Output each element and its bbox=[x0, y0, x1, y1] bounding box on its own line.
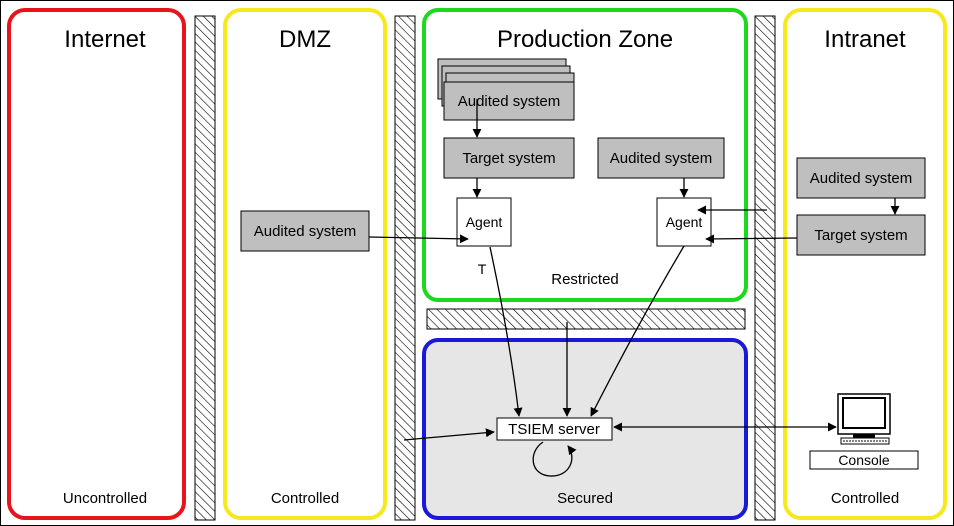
internet-zone bbox=[7, 8, 186, 520]
self-loop-arrow-icon bbox=[532, 441, 577, 477]
agent-left-mark: T bbox=[478, 261, 487, 277]
dmz-audited-system-label: Audited system bbox=[254, 223, 357, 240]
production-target-system-box bbox=[443, 137, 575, 179]
production-audited-system-right-label: Audited system bbox=[610, 150, 713, 167]
intranet-title: Intranet bbox=[824, 26, 906, 53]
agent-right-label: Agent bbox=[666, 214, 703, 230]
arrow-dmz-audited-to-agent-left bbox=[368, 234, 469, 244]
intranet-audited-system-box bbox=[796, 157, 926, 199]
internet-footer: Uncontrolled bbox=[63, 490, 147, 507]
production-footer: Restricted bbox=[551, 271, 619, 288]
firewall-dmz-production bbox=[394, 15, 416, 521]
production-title: Production Zone bbox=[497, 26, 673, 53]
console-label: Console bbox=[838, 452, 890, 468]
secured-footer: Secured bbox=[557, 490, 613, 507]
firewall-production-intranet bbox=[754, 15, 776, 521]
dmz-zone bbox=[223, 8, 387, 520]
intranet-footer: Controlled bbox=[831, 490, 899, 507]
intranet-target-system-box bbox=[796, 214, 926, 256]
console-box bbox=[809, 450, 919, 470]
internet-title: Internet bbox=[64, 26, 146, 53]
dmz-audited-system-box bbox=[240, 210, 370, 252]
production-target-system-label: Target system bbox=[462, 150, 555, 167]
arrow-intranet-target-to-agent-right bbox=[705, 234, 798, 244]
tsiem-server-label: TSIEM server bbox=[508, 421, 600, 438]
agent-left-label: Agent bbox=[466, 214, 503, 230]
dmz-footer: Controlled bbox=[271, 490, 339, 507]
intranet-target-system-label: Target system bbox=[814, 227, 907, 244]
production-audited-system-label: Audited system bbox=[458, 93, 561, 110]
tsiem-server-box bbox=[496, 417, 613, 441]
intranet-audited-system-label: Audited system bbox=[810, 170, 913, 187]
production-audited-system-right-box bbox=[597, 137, 725, 179]
dmz-title: DMZ bbox=[279, 26, 331, 53]
firewall-production-secured bbox=[426, 308, 746, 330]
arrow-agent-right-to-tsiem bbox=[590, 245, 685, 417]
production-audited-system-box bbox=[443, 81, 575, 121]
firewall-internet-dmz bbox=[194, 15, 216, 521]
intranet-zone bbox=[783, 8, 947, 520]
arrow-dmz-to-tsiem bbox=[403, 428, 495, 441]
computer-monitor-icon bbox=[837, 393, 891, 445]
arrow-agent-left-to-tsiem bbox=[489, 246, 523, 417]
